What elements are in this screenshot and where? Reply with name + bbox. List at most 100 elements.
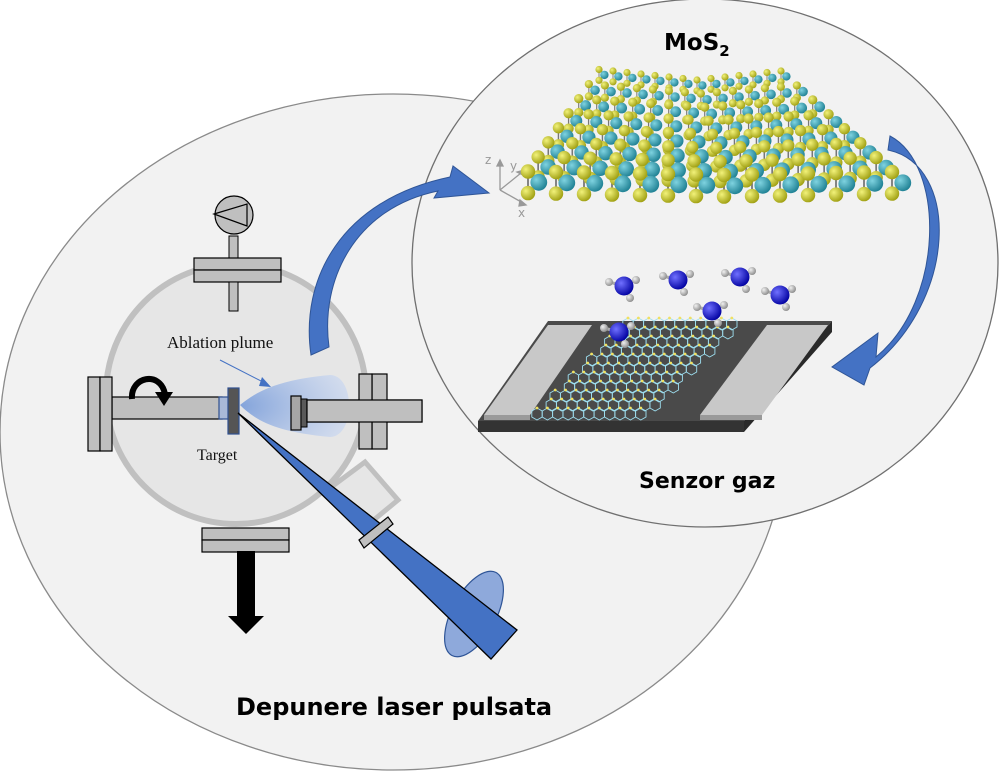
curved-arrow-to-mos2-icon (308, 165, 491, 356)
hydrogen-atom (748, 267, 756, 275)
film-atom (690, 361, 693, 365)
s-atom (628, 97, 638, 107)
film-atom (635, 343, 639, 347)
s-atom (576, 165, 592, 180)
mo-atom (648, 133, 662, 147)
s-atom (596, 123, 609, 136)
s-atom (603, 110, 614, 121)
s-atom (623, 79, 631, 87)
hydrogen-atom (721, 269, 729, 277)
film-atom (688, 316, 692, 320)
film-atom (657, 316, 661, 320)
axis-triad (495, 158, 528, 207)
nitrogen-atom (614, 276, 634, 296)
mo-atom (684, 79, 693, 89)
s-atom (735, 82, 743, 90)
s-atom (648, 85, 657, 94)
film-atom (636, 388, 640, 392)
film-atom (616, 388, 619, 392)
s-atom (688, 167, 704, 182)
s-atom (583, 109, 594, 120)
s-atom (576, 186, 592, 202)
film-atom (634, 370, 638, 374)
mo-atom (616, 102, 628, 114)
s-atom (790, 96, 800, 106)
s-atom (772, 188, 788, 203)
film-atom (556, 406, 560, 410)
s-atom (664, 86, 673, 95)
film-atom (665, 370, 669, 374)
target-label: Target (197, 447, 238, 464)
film-atom (699, 316, 703, 320)
mo-atom (642, 175, 660, 193)
mo-atom (558, 174, 576, 192)
s-atom (563, 108, 574, 119)
s-atom (713, 154, 727, 169)
s-atom (828, 165, 844, 181)
s-atom (816, 123, 829, 136)
film-atom (643, 397, 647, 401)
s-atom (777, 67, 785, 75)
s-atom (683, 114, 694, 125)
mo-atom (670, 78, 679, 87)
s-atom (744, 97, 753, 106)
hex-cell (689, 353, 702, 367)
mos2-lattice (520, 65, 912, 204)
hex-cell (653, 389, 665, 403)
mo-atom (622, 146, 637, 162)
film-atom (605, 388, 609, 392)
pressure-gauge (193, 195, 282, 312)
film-atom (671, 379, 675, 383)
mo-atom (654, 90, 664, 101)
mo-atom (652, 105, 664, 116)
film-atom (604, 343, 608, 347)
s-atom (684, 127, 697, 140)
film-atom (673, 352, 677, 356)
film-atom (560, 397, 564, 401)
axis-y-label: y (510, 159, 517, 173)
film-atom (545, 406, 549, 410)
mo-atom (768, 73, 777, 83)
s-atom (772, 166, 788, 182)
film-atom (664, 325, 667, 329)
s-atom (707, 85, 715, 93)
film-atom (553, 388, 557, 392)
film-atom (701, 334, 705, 338)
s-atom (721, 73, 729, 81)
hex-cell (704, 344, 716, 358)
film-atom (578, 379, 582, 383)
film-atom (586, 361, 590, 365)
s-atom (682, 101, 692, 111)
mo-atom (810, 175, 828, 193)
s-atom (854, 136, 867, 150)
film-atom (577, 406, 580, 410)
film-atom (695, 325, 699, 329)
s-atom (595, 76, 603, 84)
mo-atom (766, 89, 776, 100)
film-atom (636, 316, 640, 320)
s-atom (782, 139, 795, 152)
nitrogen-atom (702, 301, 722, 321)
hex-cell (685, 362, 698, 376)
mo-atom (726, 177, 744, 195)
s-atom (632, 166, 648, 181)
s-atom (758, 140, 771, 153)
s-atom (604, 165, 620, 181)
film-atom (649, 334, 653, 338)
hex-cell (722, 326, 734, 340)
film-atom (651, 379, 654, 383)
film-atom (681, 334, 684, 338)
s-atom (557, 150, 571, 165)
film-atom (572, 370, 575, 374)
mo-atom (598, 101, 610, 113)
s-atom (583, 151, 597, 165)
ablation-plume-label: Ablation plume (167, 333, 273, 352)
s-atom (520, 164, 536, 179)
mo-atom (894, 174, 912, 192)
film-atom (603, 370, 606, 374)
mo-atom (754, 176, 772, 194)
nitrogen-atom (609, 322, 629, 342)
s-atom (651, 71, 659, 80)
s-atom (660, 188, 676, 203)
film-atom (660, 334, 664, 338)
